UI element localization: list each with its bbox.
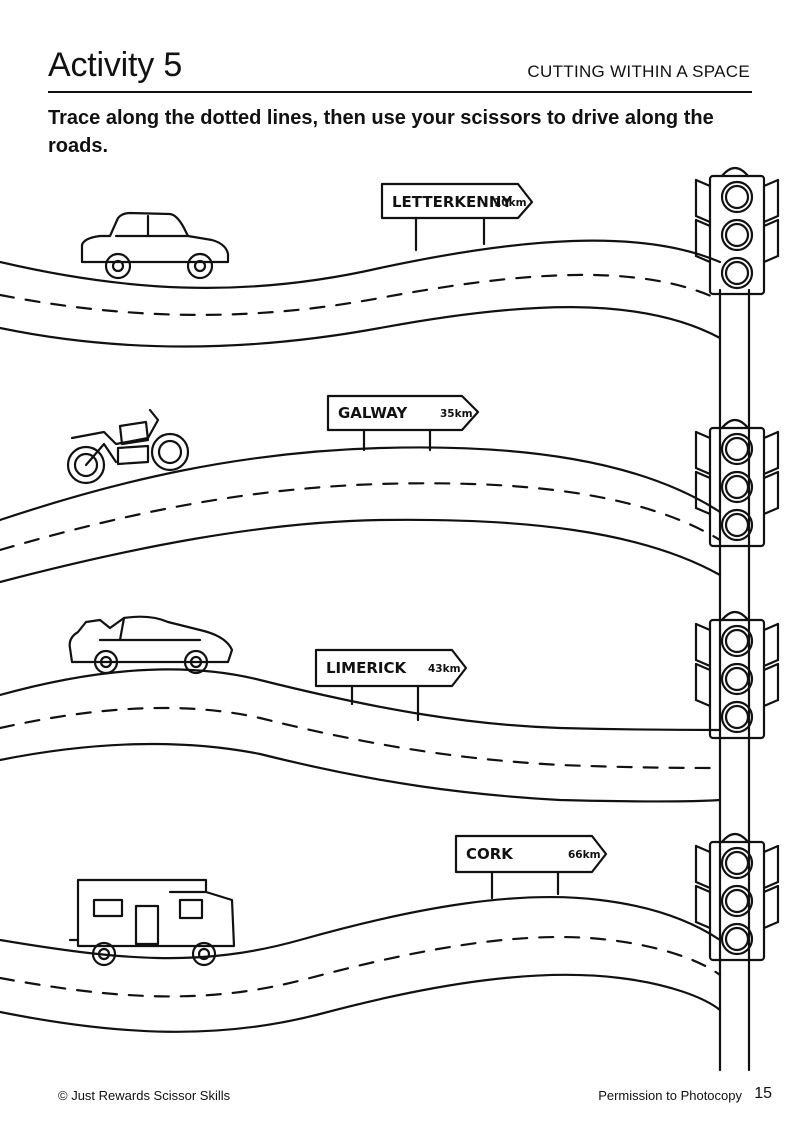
traffic-light-icon (694, 832, 780, 962)
sign-board-galway (326, 394, 480, 432)
sign-board-cork (454, 834, 608, 874)
page-title: Activity 5 (48, 46, 183, 84)
copyright-text: © Just Rewards Scissor Skills (58, 1088, 231, 1103)
camper-van-icon (68, 878, 236, 967)
instructions-text: Trace along the dotted lines, then use y… (48, 107, 714, 157)
road-2 (0, 446, 722, 584)
sign-distance-limerick: 43km (428, 663, 461, 675)
road-4 (0, 895, 722, 1033)
header-divider (48, 91, 752, 93)
traffic-light-icon (694, 166, 780, 296)
car-icon (80, 211, 230, 280)
page-number: 15 (754, 1085, 772, 1102)
road-1 (0, 239, 722, 348)
sign-label-cork: CORK (466, 845, 514, 863)
sign-distance-letterkenny: 10km (494, 197, 527, 209)
traffic-light-icon (694, 610, 780, 740)
activity-subtitle: CUTTING WITHIN A SPACE (527, 62, 750, 81)
sign-posts (350, 216, 560, 900)
traffic-light-icon (694, 418, 780, 548)
sign-label-letterkenny: LETTERKENNY (392, 193, 513, 211)
permission-text: Permission to Photocopy (598, 1088, 742, 1103)
motorbike-icon (66, 408, 190, 485)
road-3 (0, 668, 722, 803)
sign-label-limerick: LIMERICK (326, 659, 407, 677)
sign-distance-cork: 66km (568, 849, 601, 861)
sign-distance-galway: 35km (440, 408, 473, 420)
sign-label-galway: GALWAY (338, 404, 408, 422)
sports-car-icon (68, 615, 234, 675)
sign-board-limerick (314, 648, 468, 688)
sign-board-letterkenny (380, 182, 534, 220)
